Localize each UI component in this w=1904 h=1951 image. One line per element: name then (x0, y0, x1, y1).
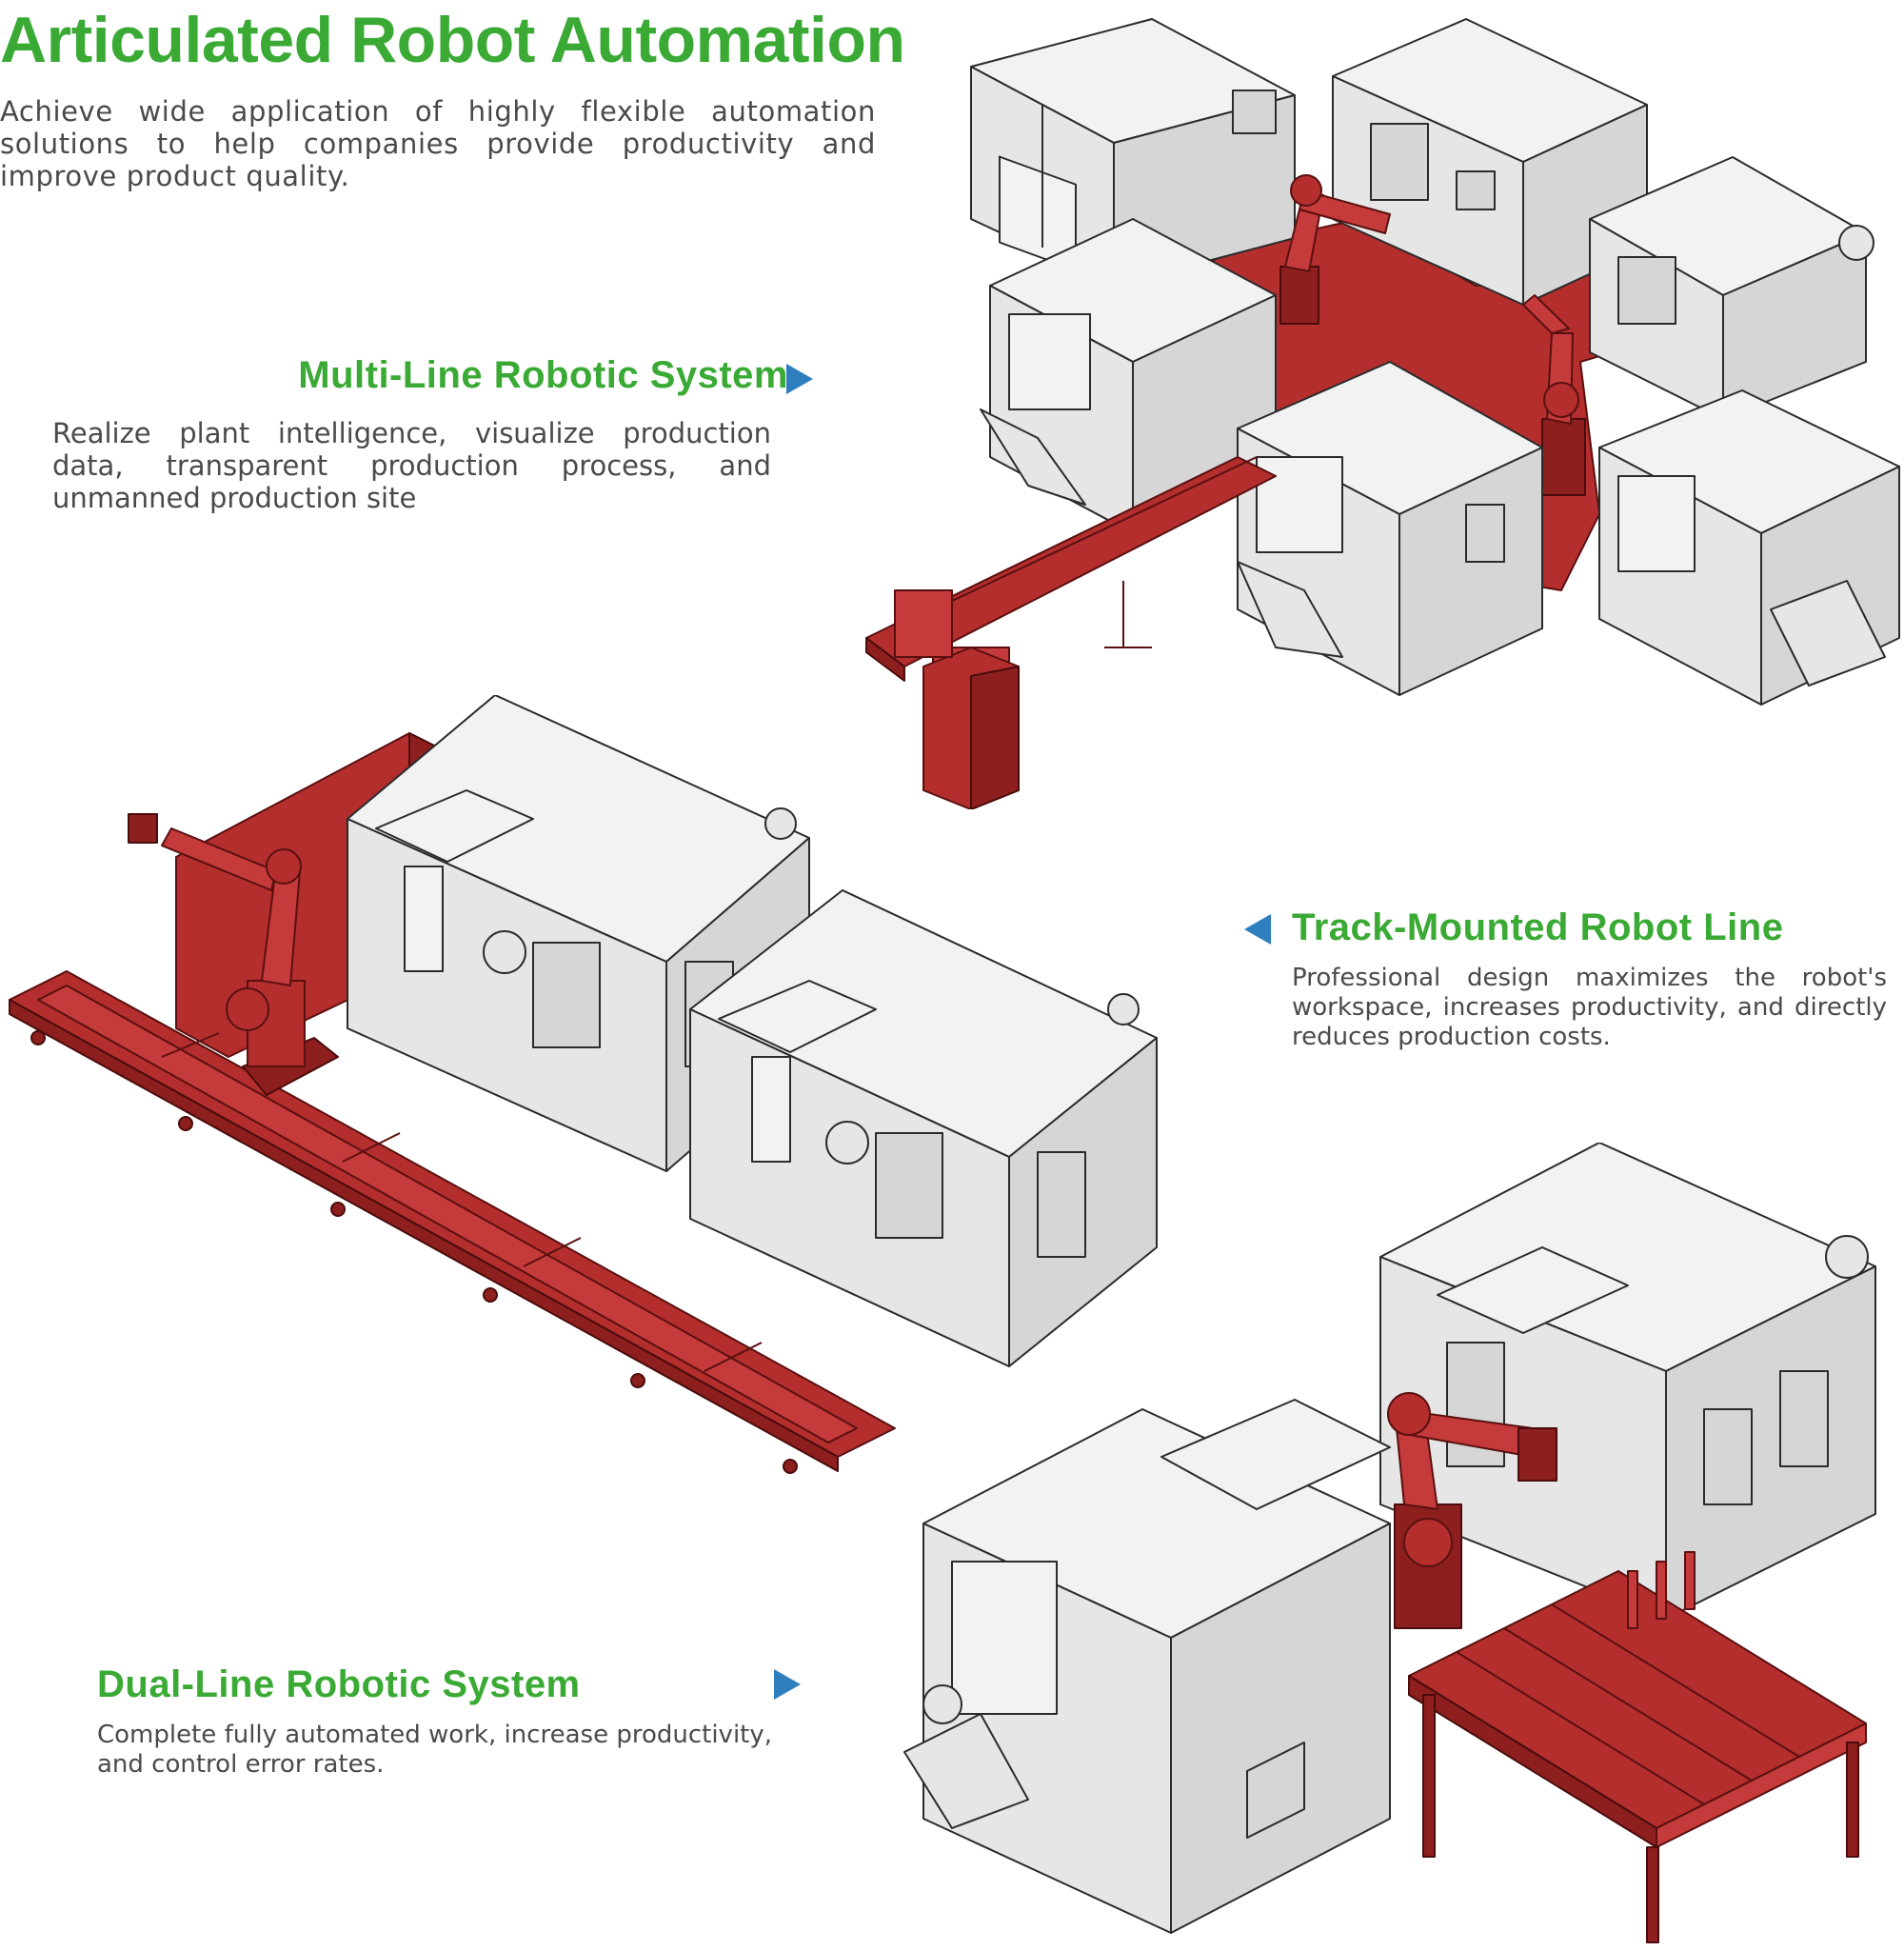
page-title: Articulated Robot Automation (0, 4, 905, 76)
track-mounted-description: Professional design maximizes the robot'… (1292, 964, 1887, 1051)
robot-track-rail (9, 970, 896, 1474)
intro-text: Achieve wide application of highly flexi… (0, 95, 876, 192)
dual-line-system-illustration (903, 1143, 1876, 1943)
track-mounted-heading: Track-Mounted Robot Line (1292, 906, 1784, 948)
multi-line-heading: Multi-Line Robotic System (298, 354, 788, 396)
cnc-machine-right (1589, 156, 1874, 420)
track-robot (128, 813, 339, 1096)
cnc-machine-front-right (1598, 389, 1900, 706)
cnc-machine-front (903, 1399, 1391, 1934)
cnc-machine-back-left (970, 18, 1296, 287)
dual-line-robot (1387, 1392, 1557, 1629)
robot-arm-a (1279, 174, 1391, 325)
multi-line-section: Multi-Line Robotic System Realize plant … (0, 352, 828, 524)
multi-line-description: Realize plant intelligence, visualize pr… (52, 417, 771, 514)
triangle-right-icon (774, 1669, 801, 1700)
dual-line-description: Complete fully automated work, increase … (97, 1721, 773, 1779)
track-mounted-section: Track-Mounted Robot Line Professional de… (1238, 905, 1894, 1066)
dual-line-section: Dual-Line Robotic System Complete fully … (95, 1662, 819, 1795)
triangle-left-icon (1244, 914, 1271, 945)
multi-line-system-illustration (865, 18, 1900, 809)
dual-line-heading: Dual-Line Robotic System (97, 1663, 581, 1705)
robot-arm-b (1522, 294, 1586, 496)
triangle-right-icon (786, 364, 813, 394)
cnc-lathe-2 (689, 889, 1158, 1367)
track-mounted-line-illustration (9, 695, 1158, 1474)
loader-tower (894, 581, 1152, 809)
parts-table (1408, 1551, 1867, 1943)
